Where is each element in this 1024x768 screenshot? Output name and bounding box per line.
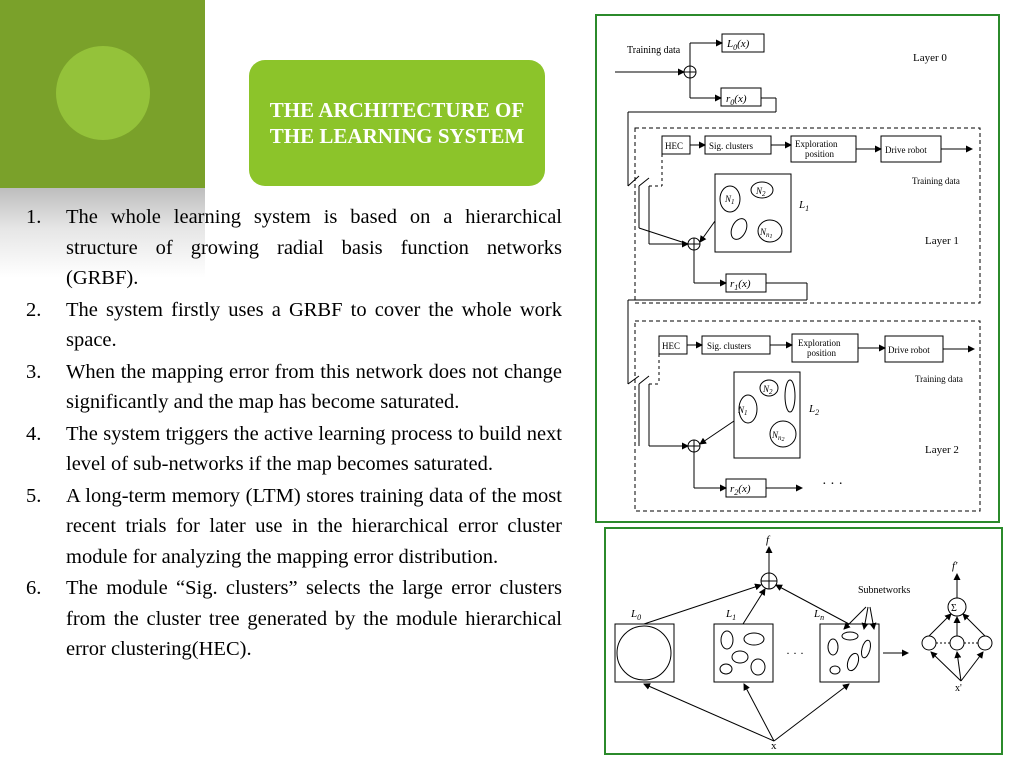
- item-text: The system triggers the active learning …: [66, 422, 562, 476]
- svg-text:Ln: Ln: [813, 608, 824, 622]
- svg-text:N2: N2: [762, 384, 773, 396]
- svg-text:L2: L2: [808, 403, 819, 417]
- svg-text:Nn2: Nn2: [771, 430, 785, 443]
- item-text: When the mapping error from this network…: [66, 360, 562, 414]
- item-number: 6.: [26, 577, 42, 599]
- subnetwork-diagram-frame: f L0 L1 Ln Subnetworks · · · x f' Σ x': [604, 527, 1003, 755]
- svg-text:Training data: Training data: [915, 374, 963, 384]
- item-text: The system firstly uses a GRBF to cover …: [66, 298, 562, 352]
- svg-text:Exploration: Exploration: [795, 139, 838, 149]
- svg-text:Exploration: Exploration: [798, 338, 841, 348]
- svg-text:Sig. clusters: Sig. clusters: [709, 141, 753, 151]
- svg-text:f: f: [766, 534, 771, 546]
- list-item: 2. The system firstly uses a GRBF to cove…: [22, 295, 562, 356]
- svg-text:N1: N1: [737, 405, 748, 417]
- layer2-label: Layer 2: [925, 444, 959, 456]
- svg-text:Drive robot: Drive robot: [888, 345, 930, 355]
- svg-text:N2: N2: [755, 186, 766, 198]
- svg-text:HEC: HEC: [665, 141, 683, 151]
- svg-text:HEC: HEC: [662, 341, 680, 351]
- subnetwork-diagram: f L0 L1 Ln Subnetworks · · · x f' Σ x': [614, 534, 993, 752]
- svg-text:L1: L1: [798, 199, 809, 213]
- list-item: 1. The whole learning system is based on …: [22, 202, 562, 294]
- svg-text:r2(x): r2(x): [730, 483, 751, 497]
- list-item: 3. When the mapping error from this netwo…: [22, 357, 562, 418]
- svg-text:r0(x): r0(x): [726, 93, 747, 107]
- item-number: 3.: [26, 360, 42, 383]
- svg-text:Nn1: Nn1: [759, 227, 773, 240]
- svg-text:x: x: [771, 740, 777, 752]
- svg-text:r1(x): r1(x): [730, 278, 751, 292]
- svg-text:L0: L0: [630, 608, 641, 622]
- list-item: 6. The module “Sig. clusters” selects the…: [22, 573, 562, 665]
- svg-text:position: position: [805, 149, 835, 159]
- svg-text:· · ·: · · ·: [786, 646, 804, 660]
- svg-text:x': x': [955, 683, 962, 694]
- architecture-diagram: Training data L0(x) r0(x) Layer 0 HEC Si…: [615, 33, 981, 512]
- item-number: 1.: [26, 206, 42, 228]
- item-text: The whole learning system is based on a …: [66, 206, 562, 289]
- svg-text:position: position: [807, 348, 837, 358]
- decorative-circle: [56, 46, 150, 140]
- svg-text:Drive robot: Drive robot: [885, 145, 927, 155]
- svg-text:L0(x): L0(x): [726, 38, 750, 52]
- svg-text:f': f': [952, 560, 958, 572]
- corner-shadow: [0, 188, 205, 278]
- layer1-label: Layer 1: [925, 235, 959, 247]
- layer0-label: Layer 0: [913, 52, 947, 64]
- svg-text:· · ·: · · ·: [822, 477, 843, 492]
- svg-text:L1: L1: [725, 608, 736, 622]
- title-box: THE ARCHITECTURE OF THE LEARNING SYSTEM: [249, 60, 545, 186]
- item-number: 4.: [26, 422, 42, 445]
- subnetworks-label: Subnetworks: [858, 585, 910, 596]
- architecture-diagram-frame: Training data L0(x) r0(x) Layer 0 HEC Si…: [595, 14, 1000, 523]
- corner-decoration: [0, 0, 205, 188]
- svg-text:Σ: Σ: [951, 603, 957, 614]
- training-data-label: Training data: [627, 45, 681, 56]
- item-number: 2.: [26, 298, 42, 321]
- bullet-list: 1. The whole learning system is based on …: [22, 202, 562, 666]
- item-number: 5.: [26, 484, 42, 507]
- svg-text:Sig. clusters: Sig. clusters: [707, 341, 751, 351]
- item-text: The module “Sig. clusters” selects the l…: [66, 577, 562, 660]
- slide-title: THE ARCHITECTURE OF THE LEARNING SYSTEM: [269, 98, 525, 148]
- svg-text:Training data: Training data: [912, 176, 960, 186]
- list-item: 4. The system triggers the active learnin…: [22, 419, 562, 480]
- list-item: 5. A long-term memory (LTM) stores traini…: [22, 481, 562, 573]
- svg-text:N1: N1: [724, 194, 735, 206]
- item-text: A long-term memory (LTM) stores training…: [66, 484, 562, 568]
